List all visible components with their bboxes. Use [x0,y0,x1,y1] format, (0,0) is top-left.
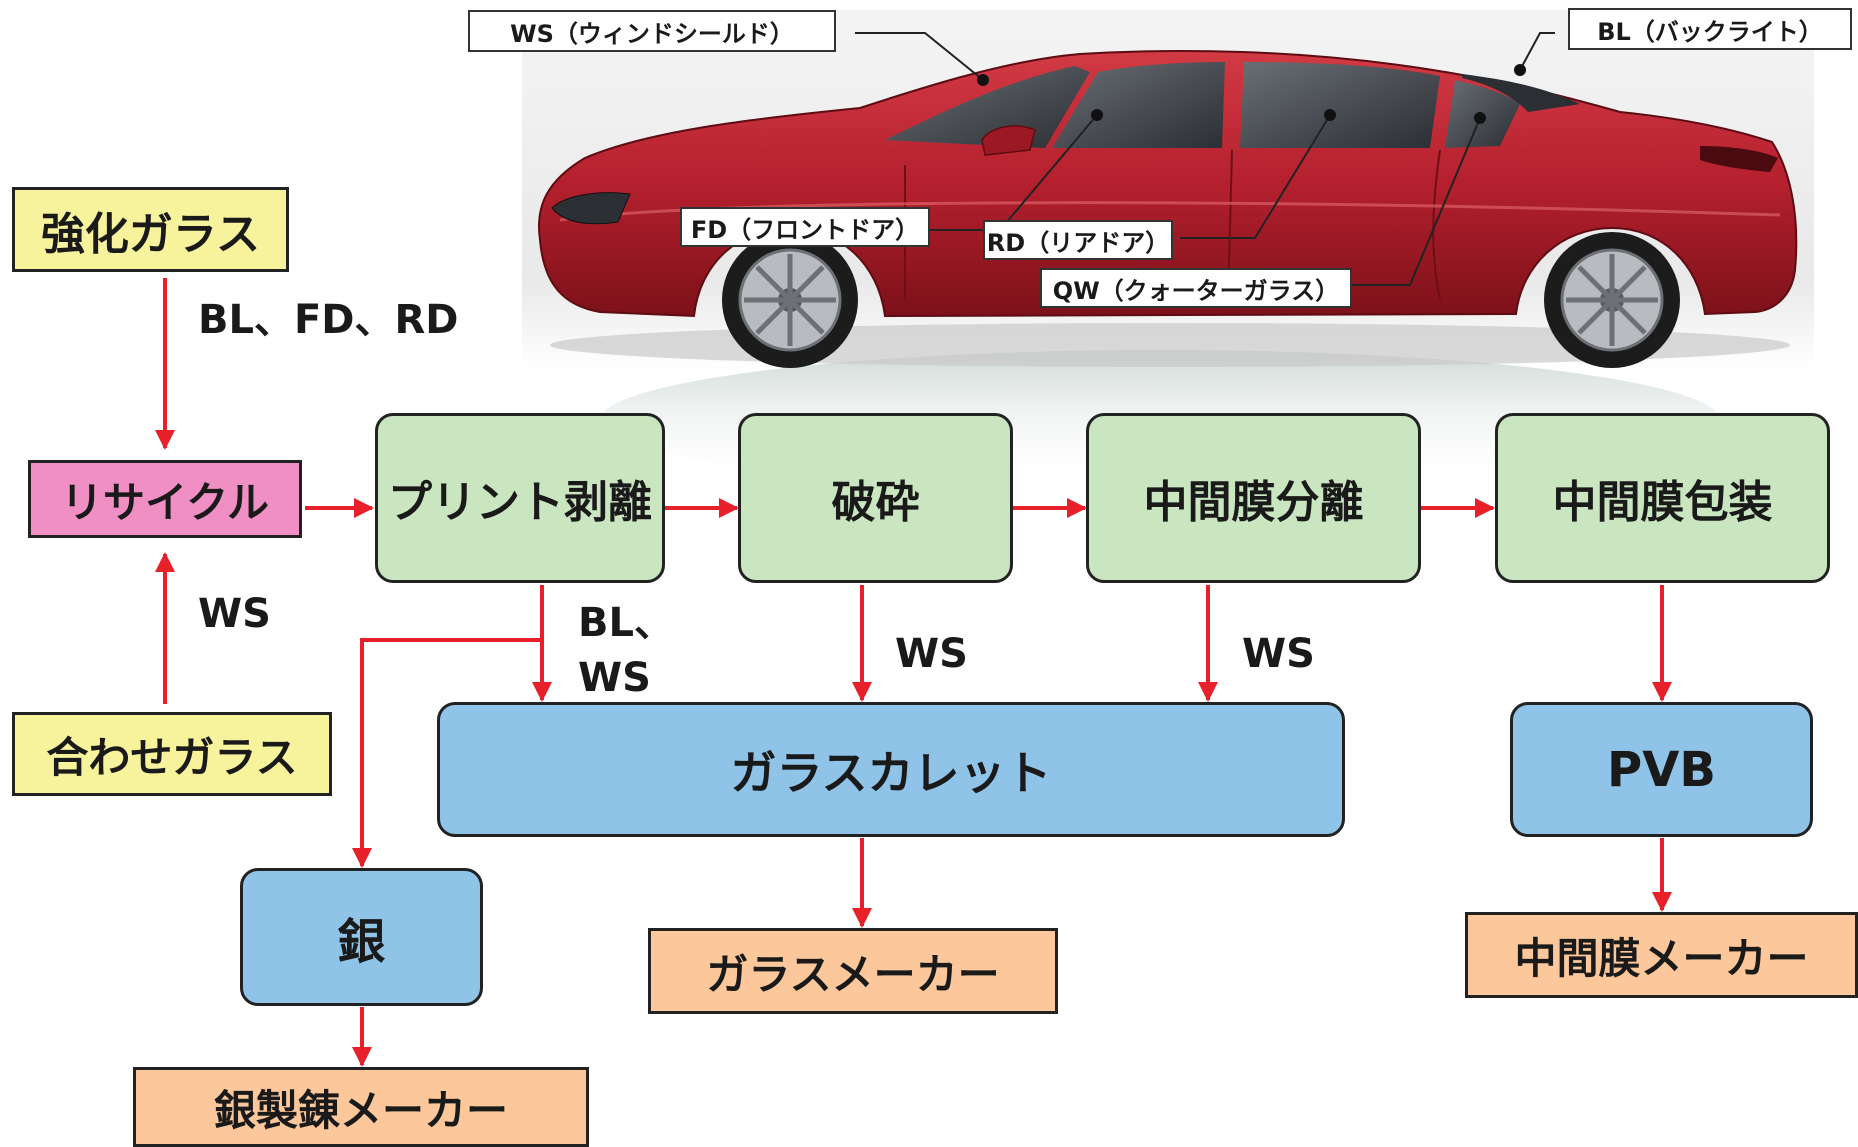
car-backlight [1462,74,1580,112]
label-crushing-ws: WS [895,631,968,677]
car-taillight [1700,146,1778,172]
glass-maker-box: ガラスメーカー [648,928,1058,1014]
car-headlight [551,192,631,225]
crushing-box: 破砕 [738,413,1013,583]
callout-windshield: WS（ウィンドシールド） [468,10,836,52]
recycle-box: リサイクル [28,460,302,538]
arrow-print-removal-to-silver [352,638,542,868]
interlayer-packing-box: 中間膜包装 [1495,413,1830,583]
print-removal-box: プリント剥離 [375,413,665,583]
tempered-glass-box: 強化ガラス [12,187,289,272]
car-rear-wheel [1544,232,1680,368]
laminated-glass-box: 合わせガラス [12,712,332,796]
pvb-box: PVB [1510,702,1813,837]
interlayer-separation-box: 中間膜分離 [1086,413,1421,583]
car-mirror [981,125,1036,156]
callout-backlight: BL（バックライト） [1568,8,1852,50]
label-tempered-parts: BL、FD、RD [198,297,459,343]
callout-quarter-glass: QW（クォーターガラス） [1040,268,1352,308]
label-print-removal-line1: BL、 [578,600,674,646]
car-front-door-window [1052,62,1225,148]
label-laminated-ws: WS [198,591,271,637]
car-shadow [550,323,1790,367]
glass-cullet-box: ガラスカレット [437,702,1345,837]
car-windshield [885,66,1090,148]
label-print-removal-line2: WS [578,655,651,701]
silver-refiner-box: 銀製錬メーカー [133,1067,589,1147]
callout-front-door: FD（フロントドア） [680,207,930,247]
callout-rear-door: RD（リアドア） [983,220,1173,260]
interlayer-maker-box: 中間膜メーカー [1465,912,1858,998]
car-front-wheel [722,232,858,368]
car-rear-door-window [1240,62,1440,148]
label-separation-ws: WS [1242,631,1315,677]
silver-box: 銀 [240,868,483,1006]
